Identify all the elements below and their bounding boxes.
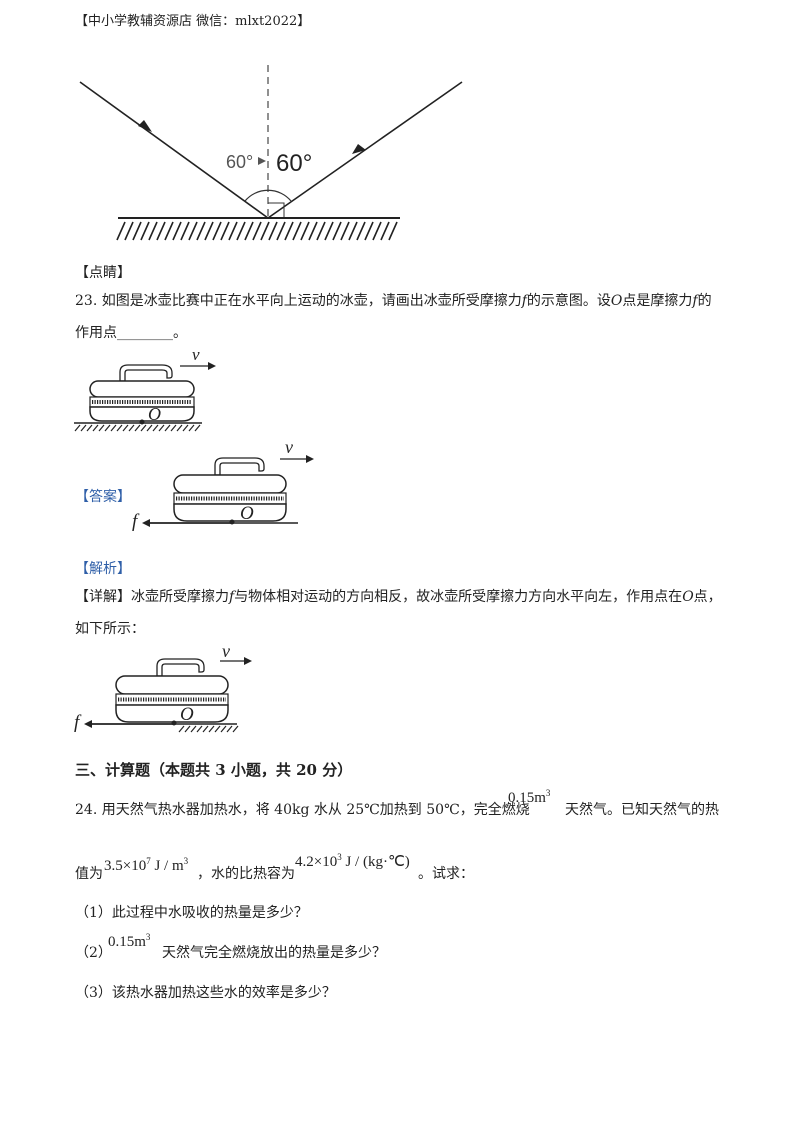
- incident-arrow-icon: [138, 120, 152, 132]
- q24-text-a: 24. 用天然气热水器加热水，将 40kg 水从 25℃加热到 50℃，完全燃烧: [75, 802, 530, 818]
- curling-figure-question: v O: [74, 345, 216, 432]
- curling-stone-bottom: [115, 704, 229, 723]
- velocity-arrowhead-icon: [306, 455, 314, 463]
- q24-sub2-volume: 0.15m3: [108, 932, 151, 950]
- q23-text-a: 23. 如图是冰壶比赛中正在水平向上运动的冰壶，请画出冰壶所受摩擦力: [75, 293, 522, 309]
- tag-answer: 【答案】: [75, 489, 131, 505]
- friction-arrowhead-icon: [142, 519, 150, 527]
- point-o-label: O: [148, 404, 161, 424]
- curling-stone-top: [115, 675, 229, 695]
- curling-handle: [119, 364, 173, 382]
- point-o-label: O: [240, 503, 254, 524]
- curling-handle: [156, 658, 205, 677]
- incident-ray: [79, 81, 269, 219]
- curling-handle: [214, 457, 265, 476]
- q24-sub3: （3）该热水器加热这些水的效率是多少？: [75, 985, 336, 1001]
- f-symbol: f: [692, 293, 698, 309]
- detail-tag: 【详解】: [75, 589, 131, 605]
- o-symbol: O: [682, 589, 694, 605]
- q24-sub1: （1）此过程中水吸收的热量是多少？: [75, 905, 308, 921]
- velocity-label: v: [222, 641, 230, 661]
- curling-figure-detail: v O f: [74, 641, 252, 733]
- q24-line1: 24. 用天然气热水器加热水，将 40kg 水从 25℃加热到 50℃，完全燃烧: [75, 800, 530, 820]
- curling-stone-top: [173, 474, 287, 494]
- curling-stone-bottom: [173, 503, 287, 522]
- angle-arc: [244, 189, 292, 202]
- q24-line2-c: 。试求：: [418, 866, 474, 882]
- q23-line1: 23. 如图是冰壶比赛中正在水平向上运动的冰壶，请画出冰壶所受摩擦力f的示意图。…: [75, 291, 712, 311]
- page-header: 【中小学教辅资源店 微信：mlxt2022】: [75, 14, 311, 29]
- detail-text-b: 与物体相对运动的方向相反，故冰壶所受摩擦力方向水平向左，作用点在: [234, 589, 683, 605]
- q23-text-c: 点是摩擦力: [622, 293, 693, 309]
- f-symbol: f: [521, 293, 527, 309]
- right-angle-mark: [268, 202, 285, 218]
- ground-hatching: [116, 221, 398, 241]
- friction-label: f: [74, 712, 82, 733]
- q24-heat-value: 3.5×107 J / m3: [104, 856, 189, 874]
- q24-sub2-prefix: （2）: [75, 945, 112, 961]
- angle-label-right: 60°: [276, 150, 312, 177]
- tag-dianjing: 【点睛】: [75, 265, 131, 281]
- f-symbol: f: [229, 589, 235, 605]
- velocity-label: v: [192, 345, 200, 364]
- q23-text-b: 的示意图。设: [526, 293, 611, 309]
- q23-text-d: 的: [697, 293, 712, 309]
- detail-text-a: 冰壶所受摩擦力: [131, 589, 229, 605]
- velocity-arrowhead-icon: [208, 362, 216, 370]
- q24-line2-b: ，水的比热容为: [197, 866, 295, 882]
- detail-line2: 如下所示：: [75, 621, 145, 637]
- curling-stone-bottom: [89, 406, 195, 422]
- velocity-arrowhead-icon: [244, 657, 252, 665]
- curling-figure-answer: v O f: [132, 437, 314, 532]
- reflected-arrow-icon: [352, 144, 366, 154]
- curling-stone-top: [89, 380, 195, 398]
- angle-left-arrow-icon: [258, 157, 266, 165]
- detail-text-c: 点，: [693, 589, 722, 605]
- o-symbol: O: [610, 293, 623, 309]
- q24-text-b: 天然气。已知天然气的热: [565, 802, 719, 818]
- q24-volume: 0.15m3: [508, 788, 551, 806]
- q24-specific-heat: 4.2×103 J / (kg·℃): [295, 852, 410, 870]
- reflection-diagram: 60° 60°: [79, 65, 463, 241]
- q24-line2-a: 值为: [75, 866, 103, 882]
- friction-label: f: [132, 511, 140, 532]
- angle-label-left: 60°: [226, 152, 253, 172]
- velocity-label: v: [285, 437, 293, 457]
- tag-analysis: 【解析】: [75, 561, 131, 577]
- point-o-label: O: [180, 704, 194, 725]
- friction-arrowhead-icon: [84, 720, 92, 728]
- section-heading: 三、计算题（本题共 3 小题，共 20 分）: [75, 761, 353, 779]
- q24-sub2-text: 天然气完全燃烧放出的热量是多少？: [162, 945, 386, 961]
- detail-line1: 【详解】冰壶所受摩擦力f与物体相对运动的方向相反，故冰壶所受摩擦力方向水平向左，…: [75, 587, 722, 607]
- q23-line2: 作用点________。: [75, 325, 187, 341]
